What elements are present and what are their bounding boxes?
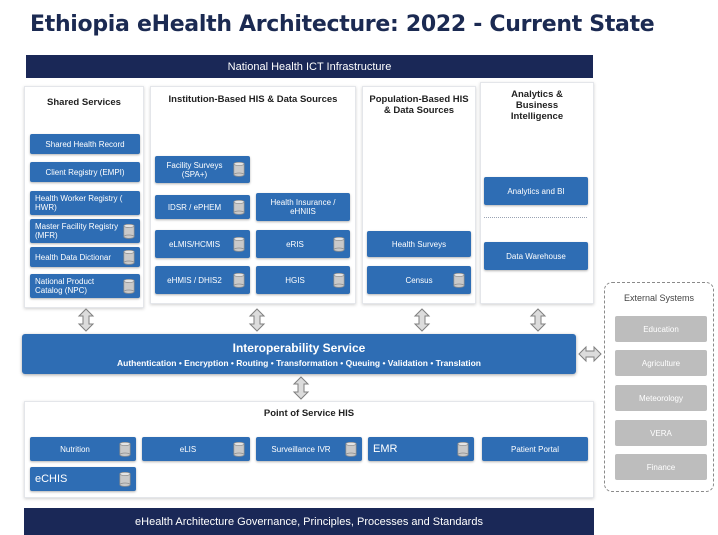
shared-services-title: Shared Services (47, 97, 121, 108)
elmis-hcmis-box[interactable]: eLMIS/HCMIS (155, 230, 250, 258)
health-surveys-label: Health Surveys (391, 239, 447, 249)
national-product-catalog-label: National Product Catalog (NPC) (35, 277, 95, 295)
ehmis-dhis2-label: eHMIS / DHIS2 (167, 275, 222, 285)
vera-label: VERA (650, 428, 672, 438)
patient-portal-label: Patient Portal (510, 444, 560, 454)
external-systems-panel: External Systems Education Agriculture M… (604, 282, 714, 492)
health-insurance-label: Health Insurance / eHNIIS (270, 198, 336, 216)
echis-box[interactable]: eCHIS (30, 467, 136, 491)
institution-interop-arrow-icon (249, 308, 265, 332)
database-icon (233, 272, 245, 288)
census-box[interactable]: Census (367, 266, 471, 294)
database-icon (345, 441, 357, 457)
patient-portal-box[interactable]: Patient Portal (482, 437, 588, 461)
database-icon (123, 278, 135, 294)
health-data-dictionary-box[interactable]: Health Data Dictionar (30, 247, 140, 267)
interop-subtitle: Authentication • Encryption • Routing • … (116, 358, 481, 368)
population-interop-arrow-icon (414, 308, 430, 332)
infrastructure-label: National Health ICT Infrastructure (227, 60, 392, 73)
nutrition-box[interactable]: Nutrition (30, 437, 136, 461)
hgis-label: HGIS (285, 275, 305, 285)
health-surveys-box[interactable]: Health Surveys (367, 231, 471, 257)
database-icon (233, 441, 245, 457)
database-icon (123, 223, 135, 239)
education-box[interactable]: Education (615, 316, 707, 342)
governance-bar: eHealth Architecture Governance, Princip… (24, 508, 594, 535)
emr-box[interactable]: EMR (368, 437, 474, 461)
database-icon (453, 273, 465, 288)
echis-label: eCHIS (35, 473, 68, 485)
vera-box[interactable]: VERA (615, 420, 707, 446)
database-icon (233, 236, 245, 252)
agriculture-box[interactable]: Agriculture (615, 350, 707, 376)
shared-health-record-label: Shared Health Record (45, 139, 125, 149)
meteorology-box[interactable]: Meteorology (615, 385, 707, 411)
health-insurance-box[interactable]: Health Insurance / eHNIIS (256, 193, 350, 221)
hgis-box[interactable]: HGIS (256, 266, 350, 294)
surveillance-ivr-box[interactable]: Surveillance IVR (256, 437, 362, 461)
health-data-dictionary-label: Health Data Dictionar (35, 252, 112, 262)
database-icon (233, 162, 245, 177)
database-icon (333, 236, 345, 252)
facility-surveys-label: Facility Surveys (SPA+) (166, 160, 223, 179)
elis-label: eLIS (179, 444, 197, 454)
analytics-bi-label: Analytics and BI (507, 186, 565, 196)
analytics-bi-box[interactable]: Analytics and BI (484, 177, 588, 205)
health-worker-registry-label: Health Worker Registry ( HWR) (35, 194, 123, 212)
master-facility-registry-label: Master Facility Registry (MFR) (35, 222, 119, 240)
eris-label: eRIS (286, 239, 304, 249)
infrastructure-bar: National Health ICT Infrastructure (26, 55, 593, 78)
agriculture-label: Agriculture (641, 358, 681, 368)
analytics-title: Analytics & Business Intelligence (510, 89, 564, 122)
interop-title: Interoperability Service (232, 341, 366, 355)
surveillance-ivr-label: Surveillance IVR (271, 444, 331, 454)
client-registry-box[interactable]: Client Registry (EMPI) (30, 162, 140, 182)
education-label: Education (643, 324, 679, 334)
nutrition-label: Nutrition (60, 444, 90, 454)
health-worker-registry-box[interactable]: Health Worker Registry ( HWR) (30, 191, 140, 215)
client-registry-label: Client Registry (EMPI) (45, 167, 125, 177)
database-icon (119, 471, 131, 487)
finance-box[interactable]: Finance (615, 454, 707, 480)
governance-label: eHealth Architecture Governance, Princip… (135, 515, 483, 528)
population-title: Population-Based HIS & Data Sources (369, 94, 469, 116)
elmis-hcmis-label: eLMIS/HCMIS (168, 239, 221, 249)
page-title: Ethiopia eHealth Architecture: 2022 - Cu… (30, 12, 655, 37)
master-facility-registry-box[interactable]: Master Facility Registry (MFR) (30, 219, 140, 243)
external-interop-arrow-icon (578, 345, 602, 363)
data-warehouse-box[interactable]: Data Warehouse (484, 242, 588, 270)
national-product-catalog-box[interactable]: National Product Catalog (NPC) (30, 274, 140, 298)
interoperability-service[interactable]: Interoperability Service Authentication … (22, 334, 576, 374)
database-icon (457, 441, 469, 457)
idsr-ephem-label: IDSR / ePHEM (167, 202, 222, 212)
ehmis-dhis2-box[interactable]: eHMIS / DHIS2 (155, 266, 250, 294)
eris-box[interactable]: eRIS (256, 230, 350, 258)
meteorology-label: Meteorology (638, 393, 684, 403)
facility-surveys-box[interactable]: Facility Surveys (SPA+) (155, 156, 250, 183)
data-warehouse-label: Data Warehouse (506, 251, 566, 261)
analytics-interop-arrow-icon (530, 308, 546, 332)
pos-interop-arrow-icon (293, 376, 309, 400)
separator (484, 217, 587, 218)
institution-title: Institution-Based HIS & Data Sources (168, 94, 338, 105)
database-icon (119, 441, 131, 457)
database-icon (233, 199, 245, 215)
database-icon (123, 249, 135, 265)
pos-title: Point of Service HIS (263, 408, 355, 419)
database-icon (333, 272, 345, 288)
idsr-ephem-box[interactable]: IDSR / ePHEM (155, 195, 250, 219)
elis-box[interactable]: eLIS (142, 437, 250, 461)
emr-label: EMR (373, 443, 398, 455)
shared-health-record-box[interactable]: Shared Health Record (30, 134, 140, 154)
external-systems-title: External Systems (623, 293, 695, 303)
census-label: Census (405, 275, 433, 285)
finance-label: Finance (646, 462, 676, 472)
shared-interop-arrow-icon (78, 308, 94, 332)
